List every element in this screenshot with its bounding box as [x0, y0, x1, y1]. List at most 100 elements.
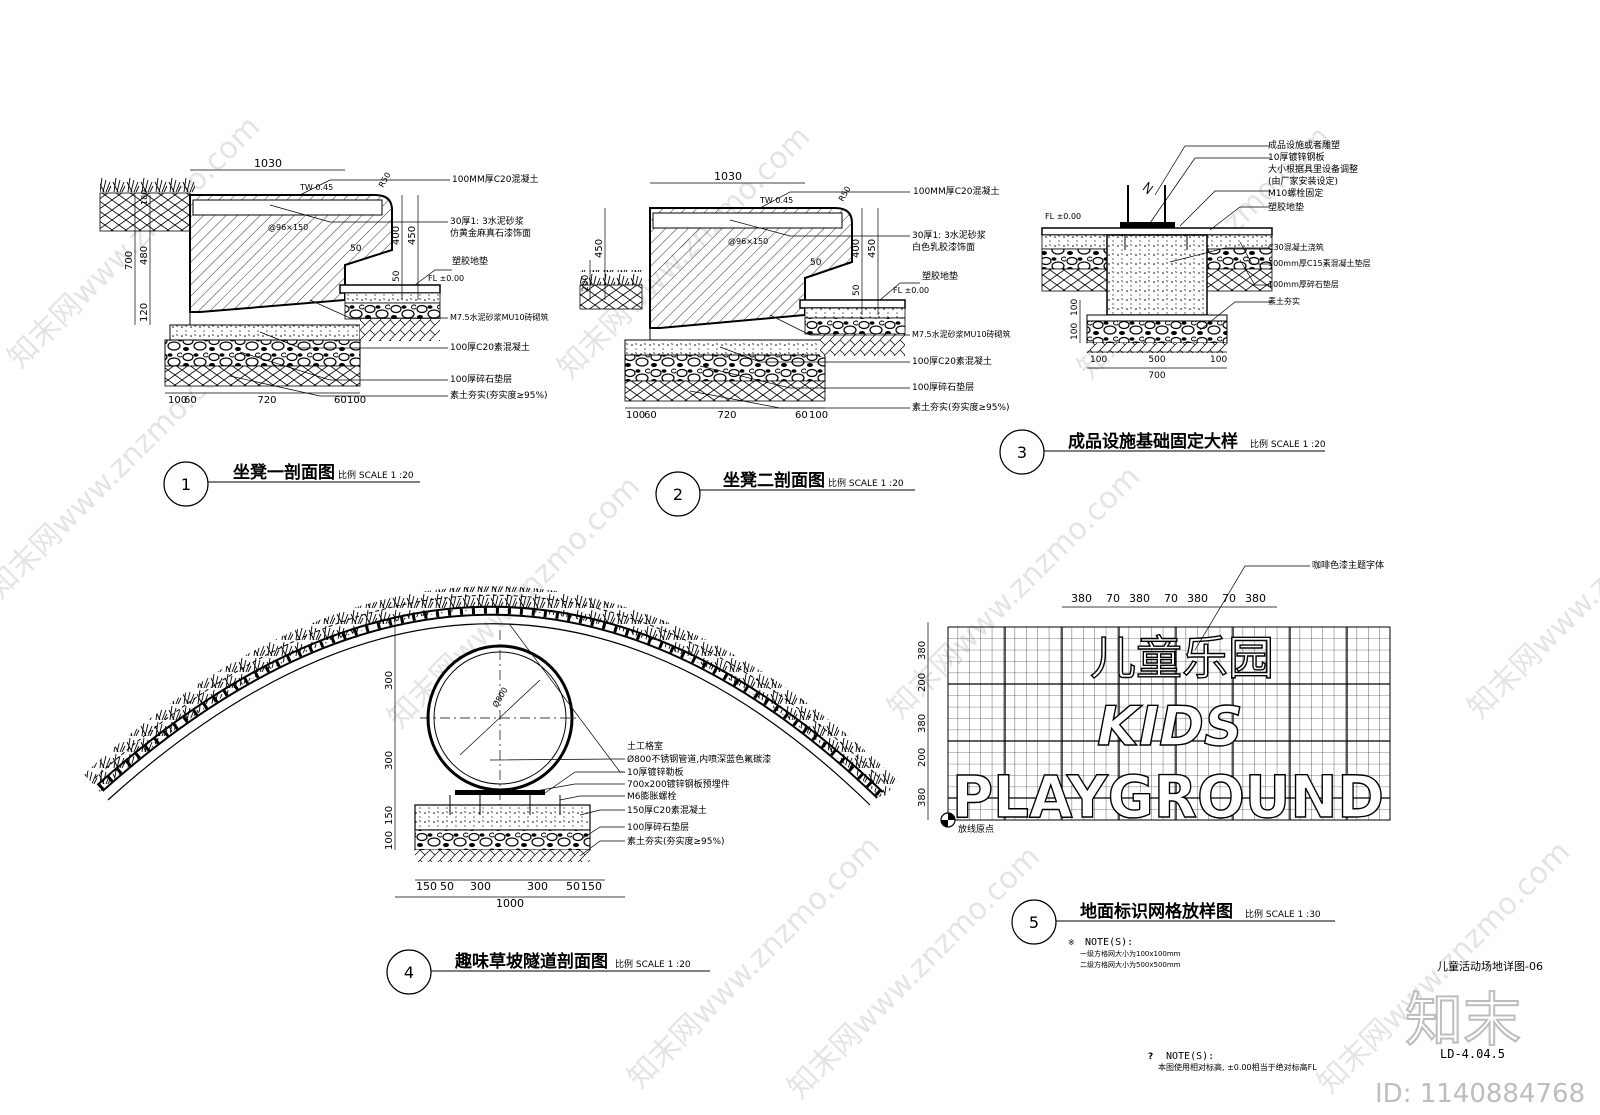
label-mat: 塑胶地垫: [452, 255, 488, 267]
dim-100: 100: [1070, 299, 1080, 316]
detail-1-seat-section: 1030 TW 0.45 R50 700 480 180 120 400 450…: [99, 157, 549, 507]
label-soil: 素土夯实(夯实度≥95%): [912, 401, 1010, 413]
dim-180: 180: [140, 190, 149, 205]
dim-60: 60: [644, 410, 657, 421]
dim-50: 50: [392, 270, 402, 282]
label-font: 咖啡色漆主题字体: [1312, 559, 1384, 571]
label-anchor: M6膨胀螺栓: [627, 790, 677, 802]
label-bolt: M10螺栓固定: [1268, 187, 1323, 199]
label-mortar: 30厚1: 3水泥砂浆: [450, 215, 524, 227]
logo-text: 知末: [1405, 986, 1521, 1054]
label-gravel: 100厚碎石垫层: [450, 373, 512, 385]
dim-width: 1030: [714, 170, 742, 183]
dim-top: 380: [1071, 592, 1092, 605]
detail-scale: 比例 SCALE 1 :20: [828, 477, 904, 489]
detail-2-seat-section: 1030 TW 0.45 R50 450 200 400 450 50 50 @…: [579, 170, 1011, 517]
dim-100: 100: [384, 831, 395, 850]
dim-700: 700: [1148, 371, 1165, 381]
label-mortar: 30厚1: 3水泥砂浆: [912, 229, 986, 241]
dim-50: 50: [852, 284, 862, 296]
note-body: 本图使用相对标高, ±0.00相当于绝对标高FL: [1158, 1062, 1317, 1072]
dim-tw: TW 0.45: [299, 183, 333, 192]
detail-number-circle: [386, 949, 432, 995]
dim-tw: TW 0.45: [759, 196, 793, 205]
level-fl: FL ±0.00: [1045, 212, 1081, 221]
id-label: ID: 1140884768: [1375, 1079, 1585, 1109]
label-mat: 塑胶地垫: [1268, 201, 1304, 213]
detail-number-circle: [1011, 899, 1057, 945]
note-title: NOTE(S):: [1085, 937, 1133, 948]
note-line: 二级方格网大小为500x500mm: [1080, 960, 1181, 969]
note-prefix: ?: [1148, 1052, 1153, 1062]
detail-scale: 比例 SCALE 1 :30: [1245, 908, 1321, 920]
detail-number-circle: [163, 461, 209, 507]
dim-top: 380: [1245, 592, 1266, 605]
dim-side: 380: [917, 714, 928, 733]
dim-60: 60: [334, 395, 347, 406]
dim-50: 50: [440, 880, 454, 893]
note-title: NOTE(S):: [1166, 1051, 1214, 1062]
label-plate-size: 大小根据具里设备调整: [1268, 163, 1358, 175]
label-gravel: 100厚碎石垫层: [912, 381, 974, 393]
dim-450: 450: [867, 239, 878, 258]
watermark-logo: 知末 ID: 1140884768: [1375, 985, 1585, 1109]
dim-width: 1030: [254, 157, 282, 170]
dim-100: 100: [1070, 323, 1080, 340]
dim-100: 100: [168, 395, 187, 406]
label-concrete: 150厚C20素混凝土: [627, 804, 707, 816]
dim-720: 720: [257, 395, 276, 406]
sign-text-playground: PLAYGROUND: [952, 763, 1384, 831]
detail-title: 趣味草坡隧道剖面图: [454, 951, 608, 972]
dim-top: 70: [1222, 592, 1236, 605]
dim-50: 50: [566, 880, 580, 893]
dim-480: 480: [139, 246, 150, 265]
sheet-info: 儿童活动场地详图-06 LD-4.04.5 ? NOTE(S): 本图使用相对标…: [1148, 959, 1543, 1072]
label-geocell: 土工格室: [627, 740, 663, 752]
dim-side: 380: [917, 788, 928, 807]
dim-100: 100: [1210, 355, 1227, 365]
detail-number: 4: [404, 963, 414, 982]
label-pipe: Ø800不锈钢管道,内喷深蓝色氟碳漆: [627, 753, 771, 765]
dim-720: 720: [717, 410, 736, 421]
detail-number: 2: [673, 485, 683, 504]
label-gravel: 100厚碎石垫层: [627, 821, 689, 833]
detail-5-ground-sign-grid: 儿童乐园 KIDS PLAYGROUND 380 70 380 70 380 7…: [917, 559, 1391, 969]
label-vendor: (由厂家安装设定): [1268, 175, 1338, 187]
dim-150: 150: [416, 880, 437, 893]
label-concrete: 100MM厚C20混凝土: [913, 185, 999, 197]
dim-side: 380: [917, 641, 928, 660]
detail-3-foundation: FL ±0.00 100 100 100 500 100 700 成品设施或者雕…: [999, 139, 1371, 475]
dim-50: 50: [810, 258, 822, 268]
detail-scale: 比例 SCALE 1 :20: [615, 958, 691, 970]
dim-150: 150: [384, 806, 395, 825]
detail-number-circle: [999, 429, 1045, 475]
note-line: 一级方格网大小为100x100mm: [1080, 949, 1181, 958]
detail-title: 成品设施基础固定大样: [1068, 431, 1238, 452]
label-soil: 素土夯实(夯实度≥95%): [450, 389, 548, 401]
label-brick: M7.5水泥砂浆MU10砖砌筑: [450, 312, 549, 322]
dim-radius: R50: [837, 185, 853, 203]
dim-top: 380: [1129, 592, 1150, 605]
level-fl: FL ±0.00: [428, 274, 464, 283]
dim-300: 300: [527, 880, 548, 893]
label-base-concrete: 100厚C20素混凝土: [450, 341, 530, 353]
label-soil: 素土夯实(夯实度≥95%): [627, 835, 725, 847]
dim-grid: @96×150: [728, 237, 768, 246]
watermark-text: 知末网www.znzmo.com: [1461, 459, 1600, 725]
detail-number: 3: [1017, 443, 1027, 462]
dim-top: 70: [1164, 592, 1178, 605]
label-finish: 白色乳胶漆饰面: [912, 241, 975, 253]
label-soil: 素土夯实: [1268, 296, 1300, 306]
detail-number: 5: [1029, 913, 1039, 932]
dim-side: 200: [917, 673, 928, 692]
label-equipment: 成品设施或者雕塑: [1268, 139, 1340, 151]
dim-100: 100: [347, 395, 366, 406]
label-steel-plate: 10厚镀锌钢板: [1268, 151, 1324, 163]
dim-120: 120: [139, 303, 150, 322]
detail-number-circle: [655, 471, 701, 517]
label-concrete: 100MM厚C20混凝土: [452, 173, 538, 185]
label-rib: 10厚镀锌勒板: [627, 766, 683, 778]
dim-300: 300: [384, 671, 395, 690]
detail-scale: 比例 SCALE 1 :20: [338, 469, 414, 481]
